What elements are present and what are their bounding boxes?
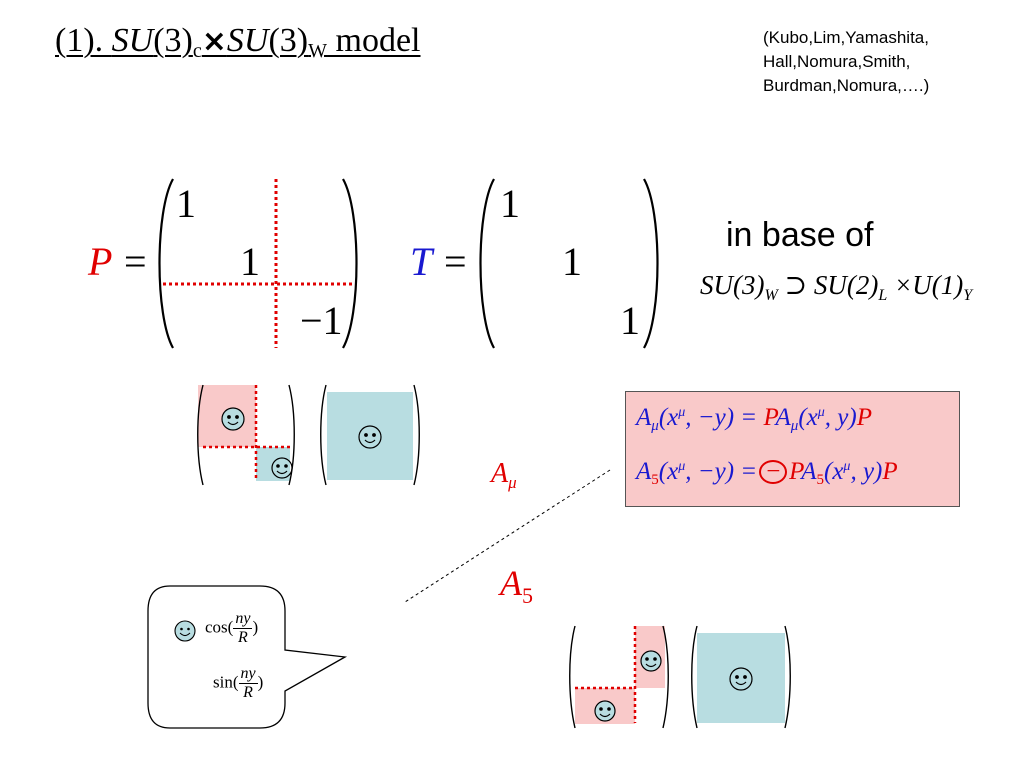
basis-text: in base of [726, 216, 874, 254]
smiley-icon [358, 425, 382, 449]
matrix-p-entry-11: 1 [176, 181, 196, 226]
smiley-icon [729, 667, 753, 691]
reference-line: Hall,Nomura,Smith, [763, 52, 911, 71]
matrix-t-entry-33: 1 [620, 298, 640, 343]
slide-title: (1). SU(3)c×SU(3)W model [55, 22, 421, 62]
matrix-t-brackets [479, 178, 659, 349]
field-label-amu: Aμ [491, 458, 517, 492]
minus-sign-circled: − [759, 459, 788, 484]
a5-block-diagram [569, 625, 791, 729]
basis-formula: SU(3)W ⊃ SU(2)L ×U(1)Y [700, 270, 973, 304]
matrix-p-entry-22: 1 [240, 239, 260, 284]
matrix-t-equals: = [444, 239, 467, 284]
matrix-t-entry-22: 1 [562, 239, 582, 284]
speech-bubble [147, 585, 348, 729]
matrix-p-symbol: P [88, 239, 113, 284]
references: (Kubo,Lim,Yamashita, Hall,Nomura,Smith, … [763, 26, 929, 98]
boundary-conditions-box: Aμ(xμ, −y) = PAμ(xμ, y)P A5(xμ, −y) =−PA… [625, 391, 960, 507]
amu-block-diagram [197, 384, 420, 486]
matrix-p-entry-33: −1 [300, 298, 343, 343]
boundary-eq-amu: Aμ(xμ, −y) = PAμ(xμ, y)P [636, 404, 872, 434]
matrix-t-entry-11: 1 [500, 181, 520, 226]
smiley-icon [594, 700, 616, 722]
reference-line: Burdman,Nomura,….) [763, 76, 930, 95]
reference-line: (Kubo,Lim,Yamashita, [763, 28, 929, 47]
smiley-icon [271, 457, 293, 479]
field-label-a5: A5 [500, 563, 533, 608]
boundary-eq-a5: A5(xμ, −y) =−PA5(xμ, y)P [636, 458, 898, 488]
smiley-icon [221, 407, 245, 431]
matrix-p-equals: = [124, 239, 147, 284]
matrix-p-brackets [158, 178, 358, 349]
dashed-connector [404, 469, 611, 603]
smiley-icon [640, 650, 662, 672]
matrix-t-symbol: T [410, 239, 433, 284]
smiley-icon [174, 620, 196, 642]
